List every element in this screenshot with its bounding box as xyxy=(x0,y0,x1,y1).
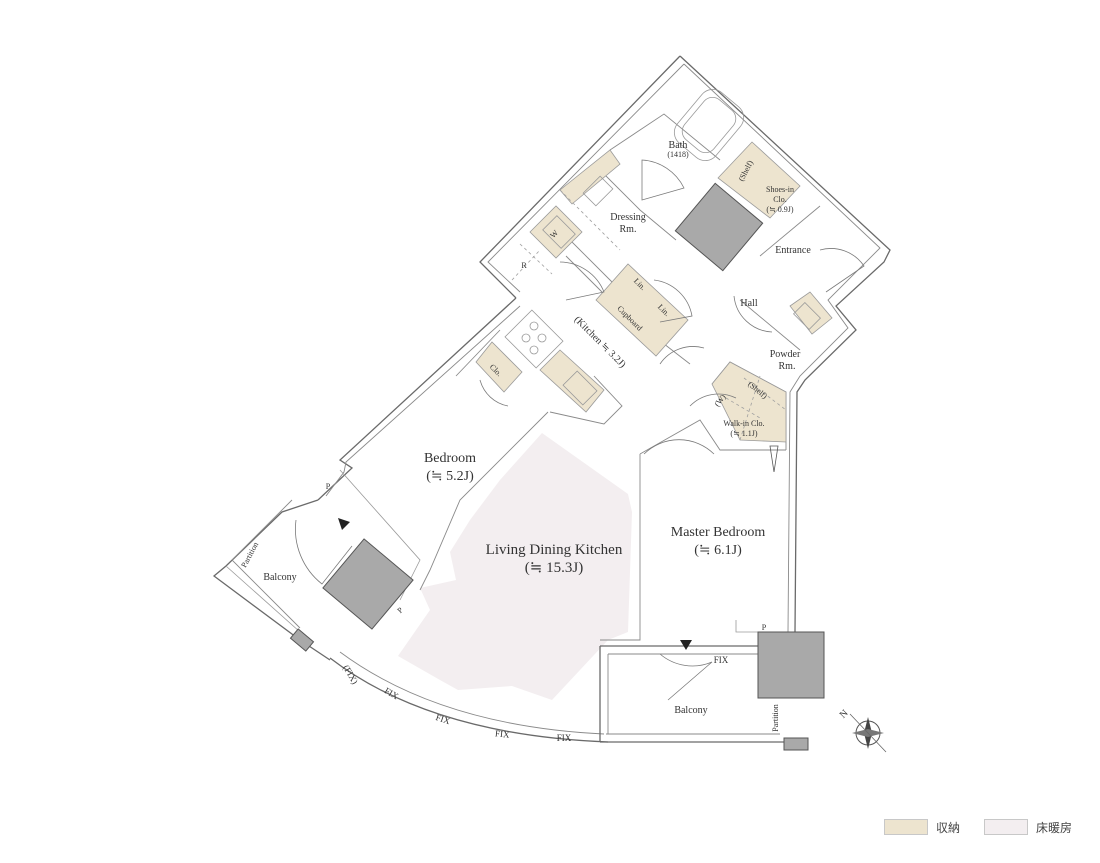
label-partition-right: Partition xyxy=(771,704,780,732)
label-entrance: Entrance xyxy=(775,245,811,256)
label-bedroom: Bedroom xyxy=(424,451,476,466)
label-shoes-in: Shoes-in xyxy=(766,185,794,194)
dressing-shelf xyxy=(559,149,621,205)
column-bedroom xyxy=(322,538,414,630)
washer-space xyxy=(529,205,583,259)
label-balcony-right: Balcony xyxy=(674,705,707,716)
label-ldk-size: (≒ 15.3J) xyxy=(525,560,583,576)
linen-cupboard xyxy=(595,263,689,357)
bedroom-closet xyxy=(475,341,523,393)
legend-label-storage: 収納 xyxy=(936,820,961,835)
toilet xyxy=(542,215,576,249)
label-fix-4: FIX xyxy=(557,733,572,743)
label-fix-5: FIX xyxy=(714,655,729,665)
label-pipe-1: P xyxy=(326,482,331,491)
label-dressing: Dressing xyxy=(610,212,646,223)
compass: N xyxy=(838,708,887,753)
label-bedroom-size: (≒ 5.2J) xyxy=(426,469,474,484)
bathtub xyxy=(673,88,745,162)
label-bath: Bath xyxy=(669,140,688,151)
walk-in-closet xyxy=(711,361,787,443)
label-master-bedroom: Master Bedroom xyxy=(671,525,766,540)
view-marker-walkin xyxy=(769,445,779,473)
label-walkin-clo: Walk-in Clo. xyxy=(723,419,764,428)
cooktop xyxy=(504,309,564,369)
label-hall: Hall xyxy=(740,298,757,309)
view-marker-master xyxy=(680,640,692,650)
floor-heating-area xyxy=(398,433,632,700)
label-shoes-clo: Clo. xyxy=(773,195,787,204)
label-master-size: (≒ 6.1J) xyxy=(694,543,742,558)
label-bath-size: (1418) xyxy=(667,150,689,159)
storage-areas xyxy=(475,141,833,443)
label-kitchen: (Kitchen ≒ 3.2J) xyxy=(572,314,628,370)
column-balcony-left xyxy=(289,628,315,652)
label-shoes-size: (≒ 0.9J) xyxy=(766,205,793,214)
label-refrigerator: R xyxy=(521,261,527,270)
label-partition-left: Partition xyxy=(239,541,260,570)
label-fix-1: FIX xyxy=(383,685,401,701)
legend-floor-heating: 床暖房 xyxy=(984,818,1072,836)
powder-basin xyxy=(792,301,822,331)
legend-swatch-storage xyxy=(884,819,928,835)
label-fix-3: FIX xyxy=(495,728,511,740)
view-marker-bedroom xyxy=(338,518,350,530)
washbasin xyxy=(582,175,614,207)
kitchen-counter-storage xyxy=(539,349,605,413)
legend-storage: 収納 xyxy=(884,818,960,836)
label-pipe-2: P xyxy=(395,605,405,615)
door-swings xyxy=(295,159,865,701)
column-master xyxy=(757,631,825,699)
outer-walls xyxy=(212,55,891,743)
legend-label-floor-heating: 床暖房 xyxy=(1036,820,1073,835)
label-powder-rm: Rm. xyxy=(779,361,796,372)
storage-outlines xyxy=(511,189,787,441)
column-balcony-right xyxy=(783,737,809,751)
label-walkin-size: (≒ 1.1J) xyxy=(730,429,757,438)
label-powder: Powder xyxy=(770,349,801,360)
kitchen-sink xyxy=(562,370,598,406)
label-fix-0: (FIX) xyxy=(341,663,360,686)
shoes-in-closet xyxy=(717,141,801,219)
column-dressing xyxy=(674,182,764,272)
compass-north: N xyxy=(838,708,851,721)
label-dressing-rm: Rm. xyxy=(620,224,637,235)
structural-columns xyxy=(289,182,825,751)
label-fix-2: FIX xyxy=(434,712,451,726)
label-balcony-left: Balcony xyxy=(263,572,296,583)
label-pipe-3: P xyxy=(762,623,767,632)
legend-swatch-floor-heating xyxy=(984,819,1028,835)
label-ldk: Living Dining Kitchen xyxy=(486,542,623,558)
